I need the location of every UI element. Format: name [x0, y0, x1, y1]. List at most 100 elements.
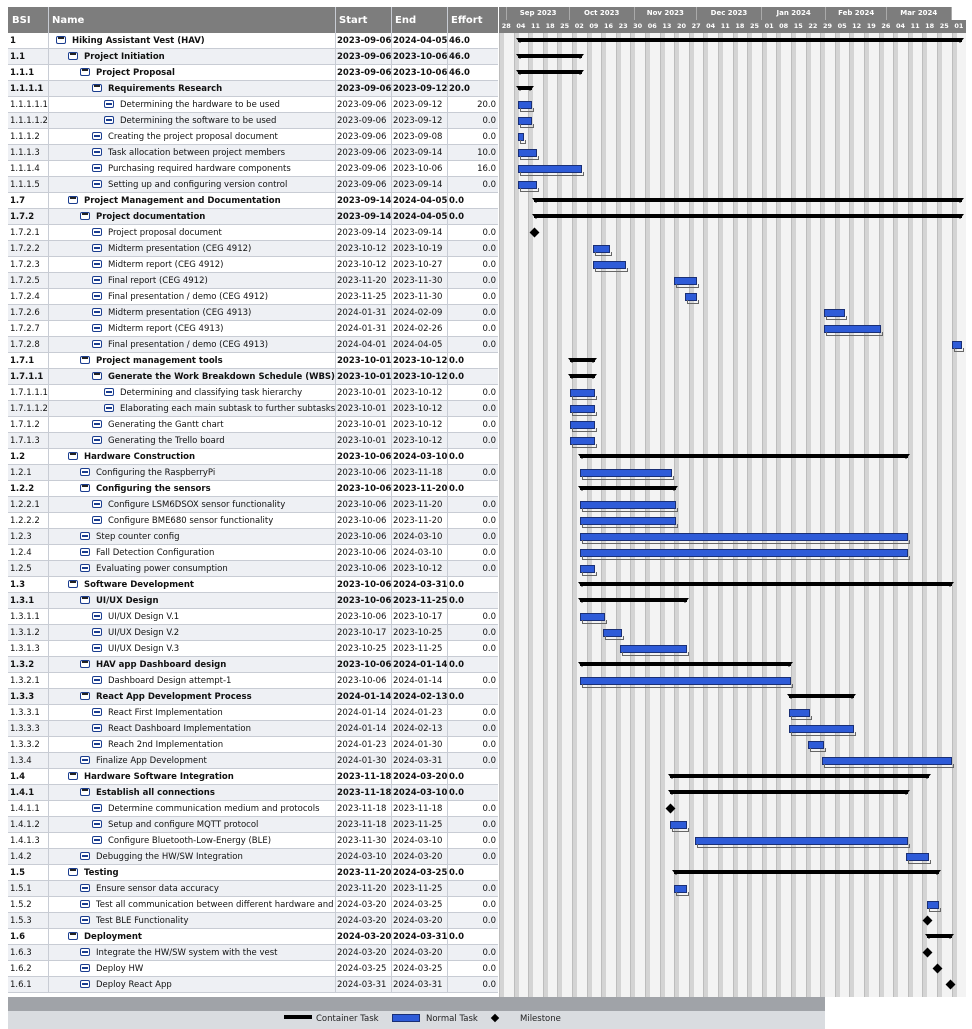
task-bar[interactable]: [517, 117, 535, 128]
task-bar[interactable]: [569, 421, 597, 432]
task-bar[interactable]: [580, 677, 793, 688]
collapse-icon[interactable]: [68, 452, 78, 460]
col-header-bsi[interactable]: BSI: [12, 15, 31, 26]
collapse-icon[interactable]: [92, 84, 102, 92]
container-bar[interactable]: [578, 486, 679, 491]
task-bar[interactable]: [580, 549, 910, 560]
task-bar[interactable]: [569, 437, 597, 448]
column-divider[interactable]: [447, 7, 448, 993]
container-bar[interactable]: [668, 790, 910, 795]
collapse-icon[interactable]: [80, 356, 90, 364]
collapse-icon[interactable]: [68, 52, 78, 60]
collapse-icon[interactable]: [56, 36, 66, 44]
task-bar[interactable]: [517, 101, 535, 112]
container-bar[interactable]: [578, 454, 911, 459]
task-bar[interactable]: [695, 837, 910, 848]
container-bar[interactable]: [515, 54, 585, 59]
container-bar[interactable]: [532, 214, 964, 219]
container-bar[interactable]: [567, 374, 597, 379]
task-bar[interactable]: [824, 325, 883, 336]
column-divider[interactable]: [335, 7, 336, 993]
task-bar[interactable]: [569, 389, 597, 400]
task-bar[interactable]: [807, 741, 827, 752]
task-bar[interactable]: [592, 261, 629, 272]
col-header-effort[interactable]: Effort: [451, 15, 483, 26]
collapse-icon[interactable]: [80, 788, 90, 796]
collapse-icon[interactable]: [80, 212, 90, 220]
collapse-icon[interactable]: [68, 196, 78, 204]
task-bar[interactable]: [674, 885, 689, 896]
collapse-icon[interactable]: [68, 772, 78, 780]
container-bar[interactable]: [532, 198, 964, 203]
horizontal-scrollbar[interactable]: [8, 997, 825, 1011]
task-bar[interactable]: [580, 469, 675, 480]
container-bar[interactable]: [578, 582, 954, 587]
collapse-icon[interactable]: [68, 580, 78, 588]
task-bar[interactable]: [674, 277, 700, 288]
collapse-icon[interactable]: [92, 372, 102, 380]
container-bar[interactable]: [578, 662, 793, 667]
task-bar[interactable]: [517, 165, 585, 176]
task-bar[interactable]: [517, 149, 539, 160]
container-bar[interactable]: [515, 86, 534, 91]
task-bar[interactable]: [592, 245, 612, 256]
task-bar[interactable]: [580, 613, 608, 624]
task-bar[interactable]: [670, 821, 689, 832]
collapse-icon[interactable]: [68, 868, 78, 876]
task-bar[interactable]: [951, 341, 965, 352]
task-bar[interactable]: [822, 757, 954, 768]
container-bar[interactable]: [672, 870, 941, 875]
container-bar[interactable]: [515, 38, 965, 43]
task-bar[interactable]: [580, 533, 910, 544]
collapse-icon[interactable]: [80, 68, 90, 76]
task-bar[interactable]: [580, 501, 679, 512]
container-bar[interactable]: [786, 694, 856, 699]
task-bar[interactable]: [619, 645, 689, 656]
task-bar[interactable]: [580, 565, 597, 576]
column-divider[interactable]: [48, 7, 49, 993]
col-header-start[interactable]: Start: [339, 15, 368, 26]
container-bar[interactable]: [515, 70, 585, 75]
task-bar[interactable]: [788, 725, 856, 736]
task-bar[interactable]: [684, 293, 700, 304]
task-bar[interactable]: [580, 517, 679, 528]
task-bar[interactable]: [926, 901, 942, 912]
collapse-icon[interactable]: [80, 692, 90, 700]
